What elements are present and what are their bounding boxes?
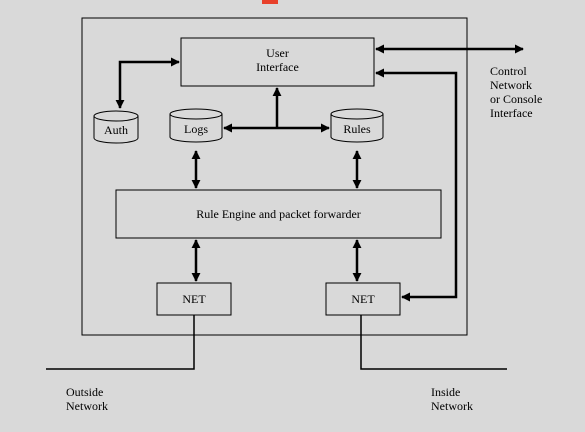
outside-network-line1: Outside	[66, 385, 104, 399]
ui-net-right-loop	[375, 68, 458, 302]
auth-database	[93, 110, 139, 144]
red-title-fragment	[262, 0, 278, 4]
rules-label: Rules	[343, 122, 371, 136]
control-network-line3: or Console	[490, 92, 543, 106]
inside-network-line2: Network	[431, 399, 473, 413]
auth-ui-connector	[115, 57, 180, 109]
system-boundary	[81, 17, 468, 336]
control-network-line2: Network	[490, 78, 532, 92]
logs-database	[169, 108, 223, 143]
inside-network-line1: Inside	[431, 385, 461, 399]
user-interface-box	[180, 37, 375, 87]
outside-network-label: Outside Network	[66, 385, 108, 413]
inside-network-wire	[360, 315, 507, 370]
logs-label: Logs	[184, 122, 208, 136]
inside-network-label: Inside Network	[431, 385, 473, 413]
rule-engine-label: Rule Engine and packet forwarder	[196, 207, 361, 221]
user-interface-label: User Interface	[181, 46, 374, 74]
control-network-line1: Control	[490, 64, 527, 78]
rule-engine-box	[115, 189, 442, 239]
auth-label: Auth	[104, 123, 128, 137]
net-right-label: NET	[351, 292, 375, 306]
outside-network-line2: Network	[66, 399, 108, 413]
user-interface-label-line1: User	[266, 46, 289, 60]
outside-network-wire	[46, 315, 195, 370]
net-left-label: NET	[182, 292, 206, 306]
control-network-line4: Interface	[490, 106, 533, 120]
control-network-label: Control Network or Console Interface	[490, 64, 542, 120]
user-interface-label-line2: Interface	[256, 60, 299, 74]
